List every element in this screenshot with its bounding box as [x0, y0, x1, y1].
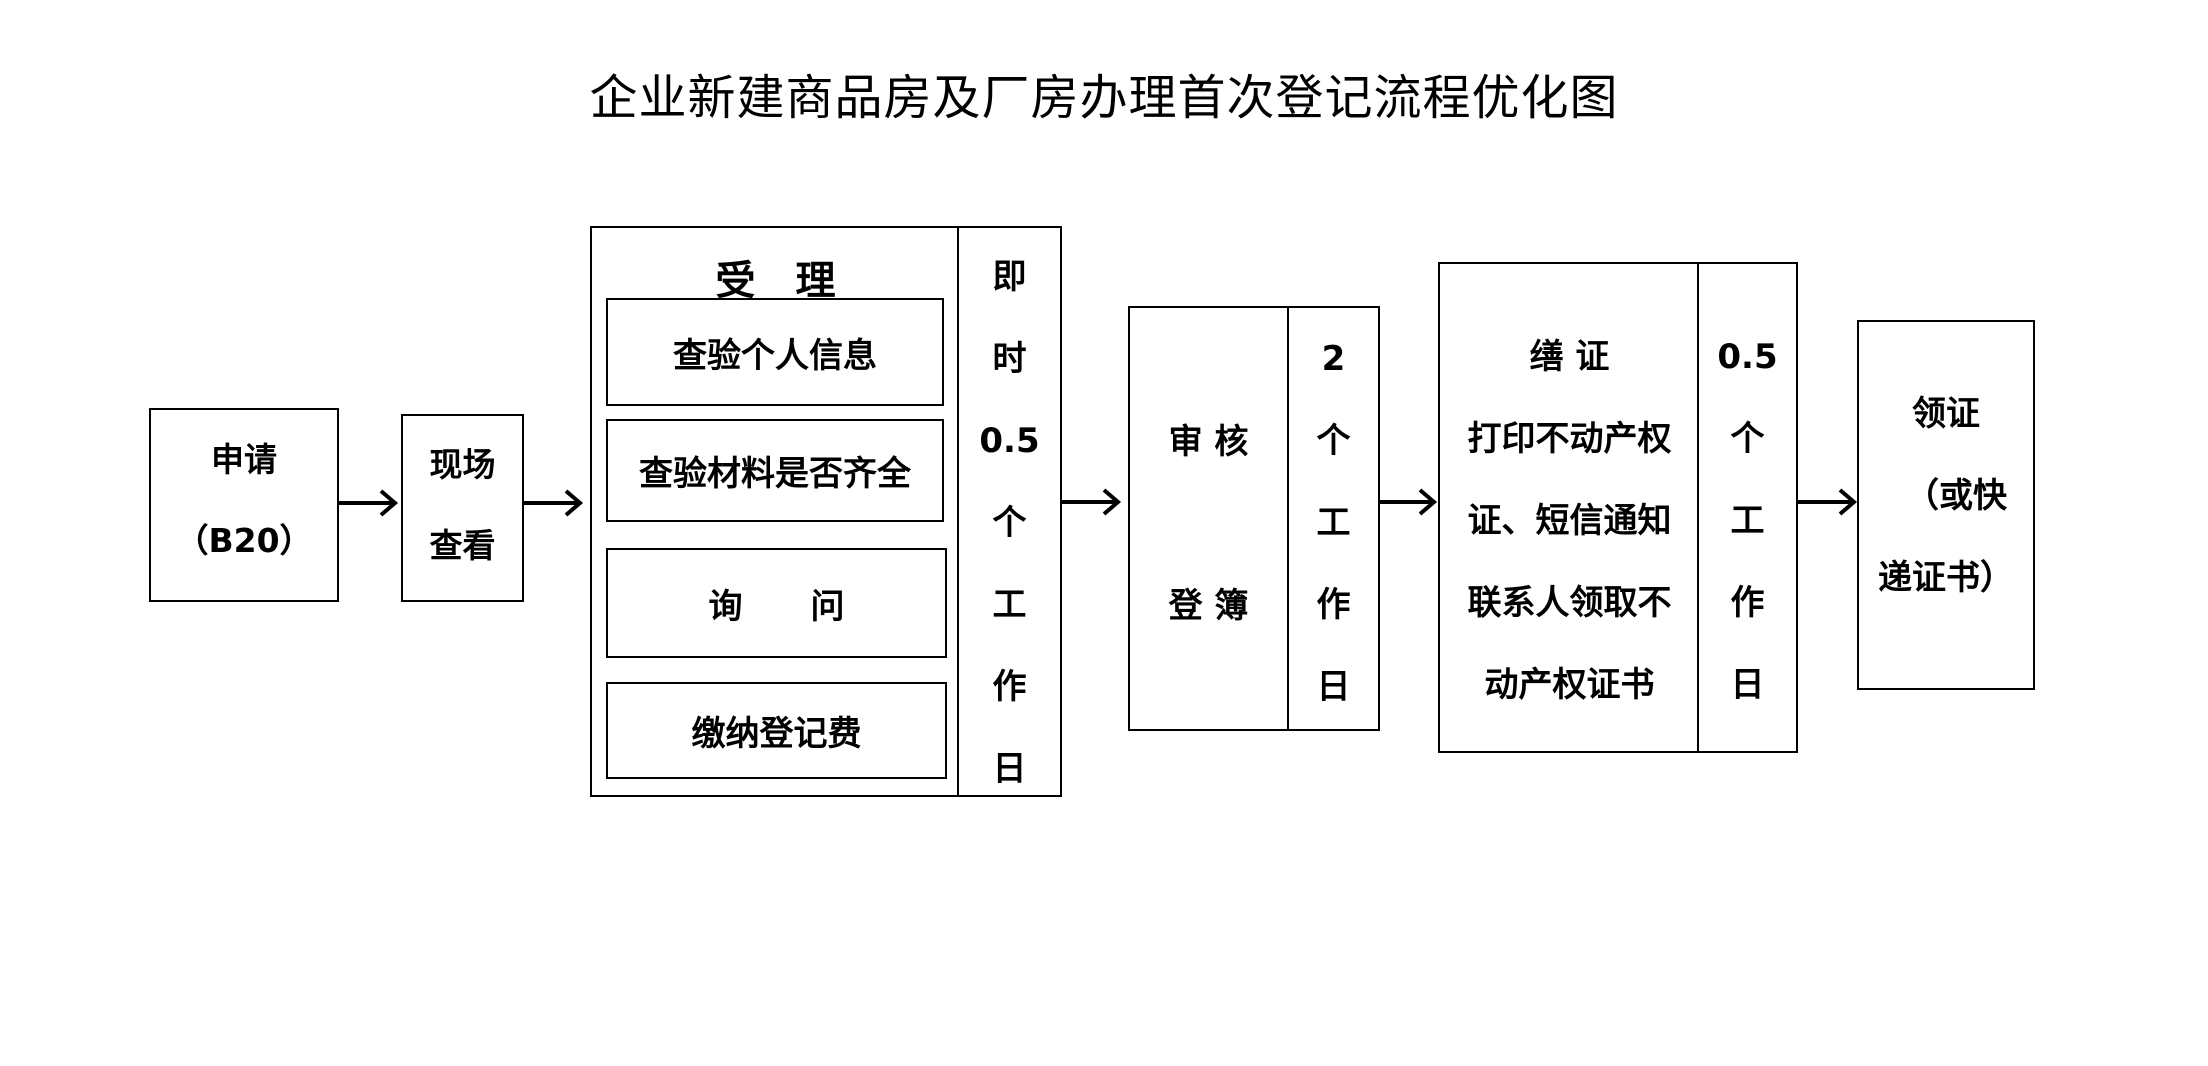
apply-box [149, 408, 339, 602]
review-time-char-2: 个 [1316, 421, 1351, 461]
certify-label: 缮 证 打印不动产权 证、短信通知 联系人领取不 动产权证书 [1438, 340, 1701, 702]
collect-label: 领证 （或快 递证书） [1857, 397, 2035, 595]
certify-line-4: 联系人领取不 [1467, 583, 1672, 623]
accept-time-char-6: 作 [992, 667, 1027, 707]
certify-line-2: 打印不动产权 [1467, 419, 1672, 459]
review-time-label: 2 个 工 作 日 [1287, 342, 1380, 704]
accept-item-fee-payment: 缴纳登记费 [606, 682, 947, 779]
certify-line-5: 动产权证书 [1484, 665, 1655, 705]
review-time-box [1287, 306, 1380, 731]
review-line-2: 登 簿 [1168, 586, 1249, 626]
accept-time-char-7: 日 [992, 749, 1027, 789]
collect-line-1: 领证 [1912, 394, 1980, 434]
certify-time-char-1: 0.5 [1717, 337, 1778, 377]
review-box [1128, 306, 1289, 731]
review-time-char-5: 日 [1316, 667, 1351, 707]
accept-time-label: 即 时 0.5 个 工 作 日 [957, 260, 1062, 786]
review-time-char-3: 工 [1316, 503, 1351, 543]
arrow-review-to-certify [1380, 488, 1438, 516]
review-line-1: 审 核 [1168, 422, 1249, 462]
accept-time-char-1: 即 [992, 257, 1027, 297]
certify-time-label: 0.5 个 工 作 日 [1697, 340, 1798, 702]
accept-header: 受 理 [715, 258, 836, 304]
certify-time-box [1697, 262, 1798, 753]
inspect-label: 现场 查看 [401, 448, 524, 562]
arrow-certify-to-collect [1798, 488, 1858, 516]
collect-line-3: 递证书） [1878, 558, 2014, 598]
accept-item-materials-check: 查验材料是否齐全 [606, 419, 944, 522]
collect-line-2: （或快 [1905, 476, 2007, 516]
inspect-line-2: 查看 [429, 526, 496, 565]
accept-time-box [957, 226, 1062, 797]
accept-item-personal-info: 查验个人信息 [606, 298, 944, 406]
arrow-apply-to-inspect [339, 489, 399, 517]
review-label: 审 核 登 簿 [1128, 425, 1289, 623]
apply-line-1: 申请 [211, 440, 277, 479]
apply-label: 申请 （B20） [149, 443, 339, 557]
certify-time-char-4: 作 [1730, 583, 1765, 623]
accept-item-inquiry: 询 问 [606, 548, 947, 658]
review-time-char-4: 作 [1316, 585, 1351, 625]
inspect-box [401, 414, 524, 602]
accept-time-char-5: 工 [992, 585, 1027, 625]
apply-line-2: （B20） [175, 521, 313, 560]
arrow-accept-to-review [1062, 488, 1122, 516]
certify-time-char-5: 日 [1730, 665, 1765, 705]
accept-time-char-4: 个 [992, 503, 1027, 543]
inspect-line-1: 现场 [429, 445, 496, 484]
certify-line-1: 缮 证 [1529, 337, 1610, 377]
certify-time-char-3: 工 [1730, 501, 1765, 541]
accept-time-char-3: 0.5 [979, 421, 1040, 461]
arrow-inspect-to-accept [524, 489, 584, 517]
certify-time-char-2: 个 [1730, 419, 1765, 459]
review-time-char-1: 2 [1321, 339, 1346, 379]
certify-line-3: 证、短信通知 [1467, 501, 1672, 541]
accept-time-char-2: 时 [992, 339, 1027, 379]
collect-box [1857, 320, 2035, 690]
diagram-title: 企业新建商品房及厂房办理首次登记流程优化图 [589, 70, 1619, 126]
